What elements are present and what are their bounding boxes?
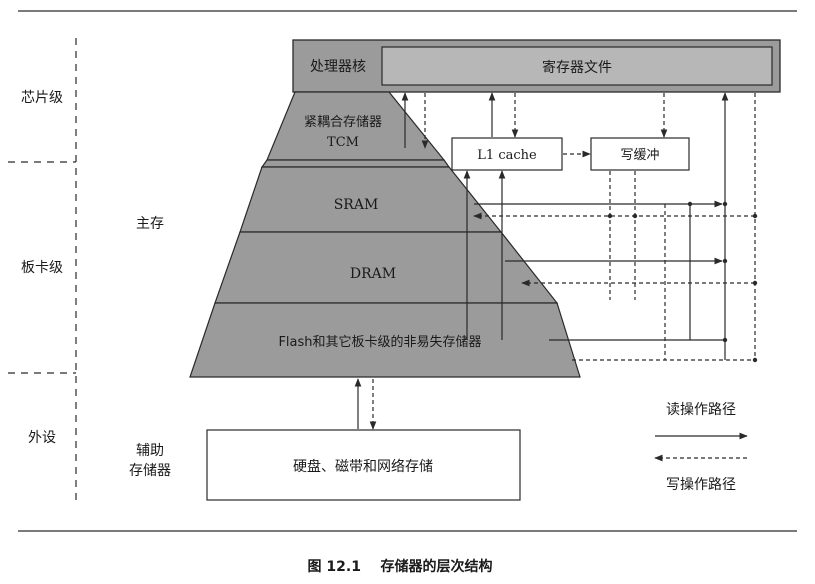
figure-caption: 图 12.1 存储器的层次结构 bbox=[308, 558, 493, 575]
junction-dot bbox=[722, 201, 728, 207]
processor-core-label: 处理器核 bbox=[310, 59, 366, 75]
l1-cache-label: L1 cache bbox=[477, 148, 537, 163]
flash-label: Flash和其它板卡级的非易失存储器 bbox=[278, 334, 481, 350]
category-label-main-memory: 主存 bbox=[136, 216, 164, 232]
sram-label: SRAM bbox=[334, 197, 379, 213]
disk-storage-block bbox=[206, 429, 521, 501]
write-buffer-block bbox=[590, 137, 690, 171]
l1-cache-block bbox=[451, 137, 563, 171]
junction-dot bbox=[752, 280, 758, 286]
register-file-block bbox=[381, 46, 773, 86]
junction-dot bbox=[722, 258, 728, 264]
level-label-peripheral: 外设 bbox=[28, 430, 56, 446]
legend-read-label: 读操作路径 bbox=[666, 401, 736, 418]
junction-dot bbox=[687, 201, 693, 207]
level-label-board: 板卡级 bbox=[21, 260, 63, 276]
legend-write-label: 写操作路径 bbox=[666, 477, 736, 493]
register-file-label: 寄存器文件 bbox=[542, 59, 612, 76]
flash-block bbox=[189, 302, 581, 378]
tcm-label-line1: 紧耦合存储器 bbox=[304, 115, 382, 130]
level-label-chip: 芯片级 bbox=[21, 90, 63, 106]
junction-dot bbox=[752, 357, 758, 363]
dram-label: DRAM bbox=[350, 266, 396, 282]
tcm-separator-band bbox=[260, 159, 451, 168]
disk-storage-label: 硬盘、磁带和网络存储 bbox=[293, 458, 433, 475]
junction-dot bbox=[722, 337, 728, 343]
junction-dot bbox=[752, 213, 758, 219]
category-label-aux-storage-line1: 辅助 bbox=[136, 443, 164, 459]
junction-dot bbox=[607, 213, 613, 219]
write-buffer-label: 写缓冲 bbox=[620, 148, 659, 163]
junction-dot bbox=[632, 213, 638, 219]
tcm-label-line2: TCM bbox=[327, 135, 359, 150]
category-label-aux-storage-line2: 存储器 bbox=[129, 463, 171, 479]
